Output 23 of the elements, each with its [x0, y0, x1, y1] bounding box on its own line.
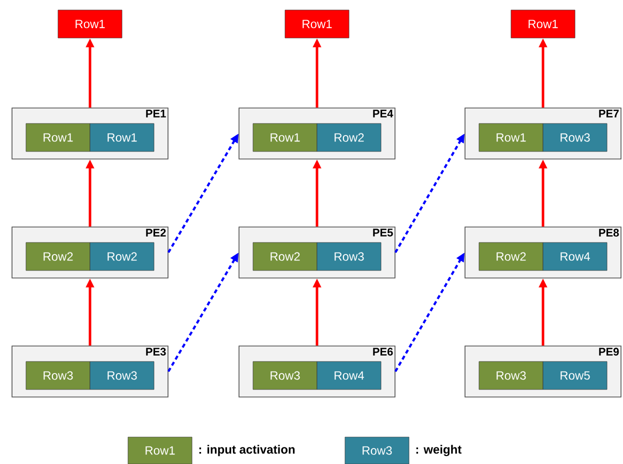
- activation-box: Row2: [252, 242, 318, 271]
- output-box: Row1: [510, 10, 576, 38]
- activation-box: Row1: [252, 123, 318, 152]
- activation-box: Row3: [478, 361, 544, 390]
- weight-box: Row3: [90, 361, 154, 390]
- weight-box: Row3: [316, 242, 382, 271]
- activation-box: Row2: [26, 242, 90, 271]
- output-box: Row1: [284, 10, 350, 38]
- weight-box: Row3: [542, 123, 608, 152]
- weight-box: Row5: [542, 361, 608, 390]
- legend-text: : weight: [416, 444, 462, 456]
- legend-text: : input activation: [199, 444, 295, 456]
- weight-box: Row1: [90, 123, 154, 152]
- activation-box: Row2: [478, 242, 544, 271]
- weight-box: Row2: [90, 242, 154, 271]
- activation-box: Row1: [26, 123, 90, 152]
- output-box: Row1: [58, 10, 122, 38]
- activation-box: Row1: [478, 123, 544, 152]
- weight-box: Row4: [316, 361, 382, 390]
- activation-box: Row3: [26, 361, 90, 390]
- weight-box: Row2: [316, 123, 382, 152]
- activation-box: Row3: [252, 361, 318, 390]
- weight-box: Row4: [542, 242, 608, 271]
